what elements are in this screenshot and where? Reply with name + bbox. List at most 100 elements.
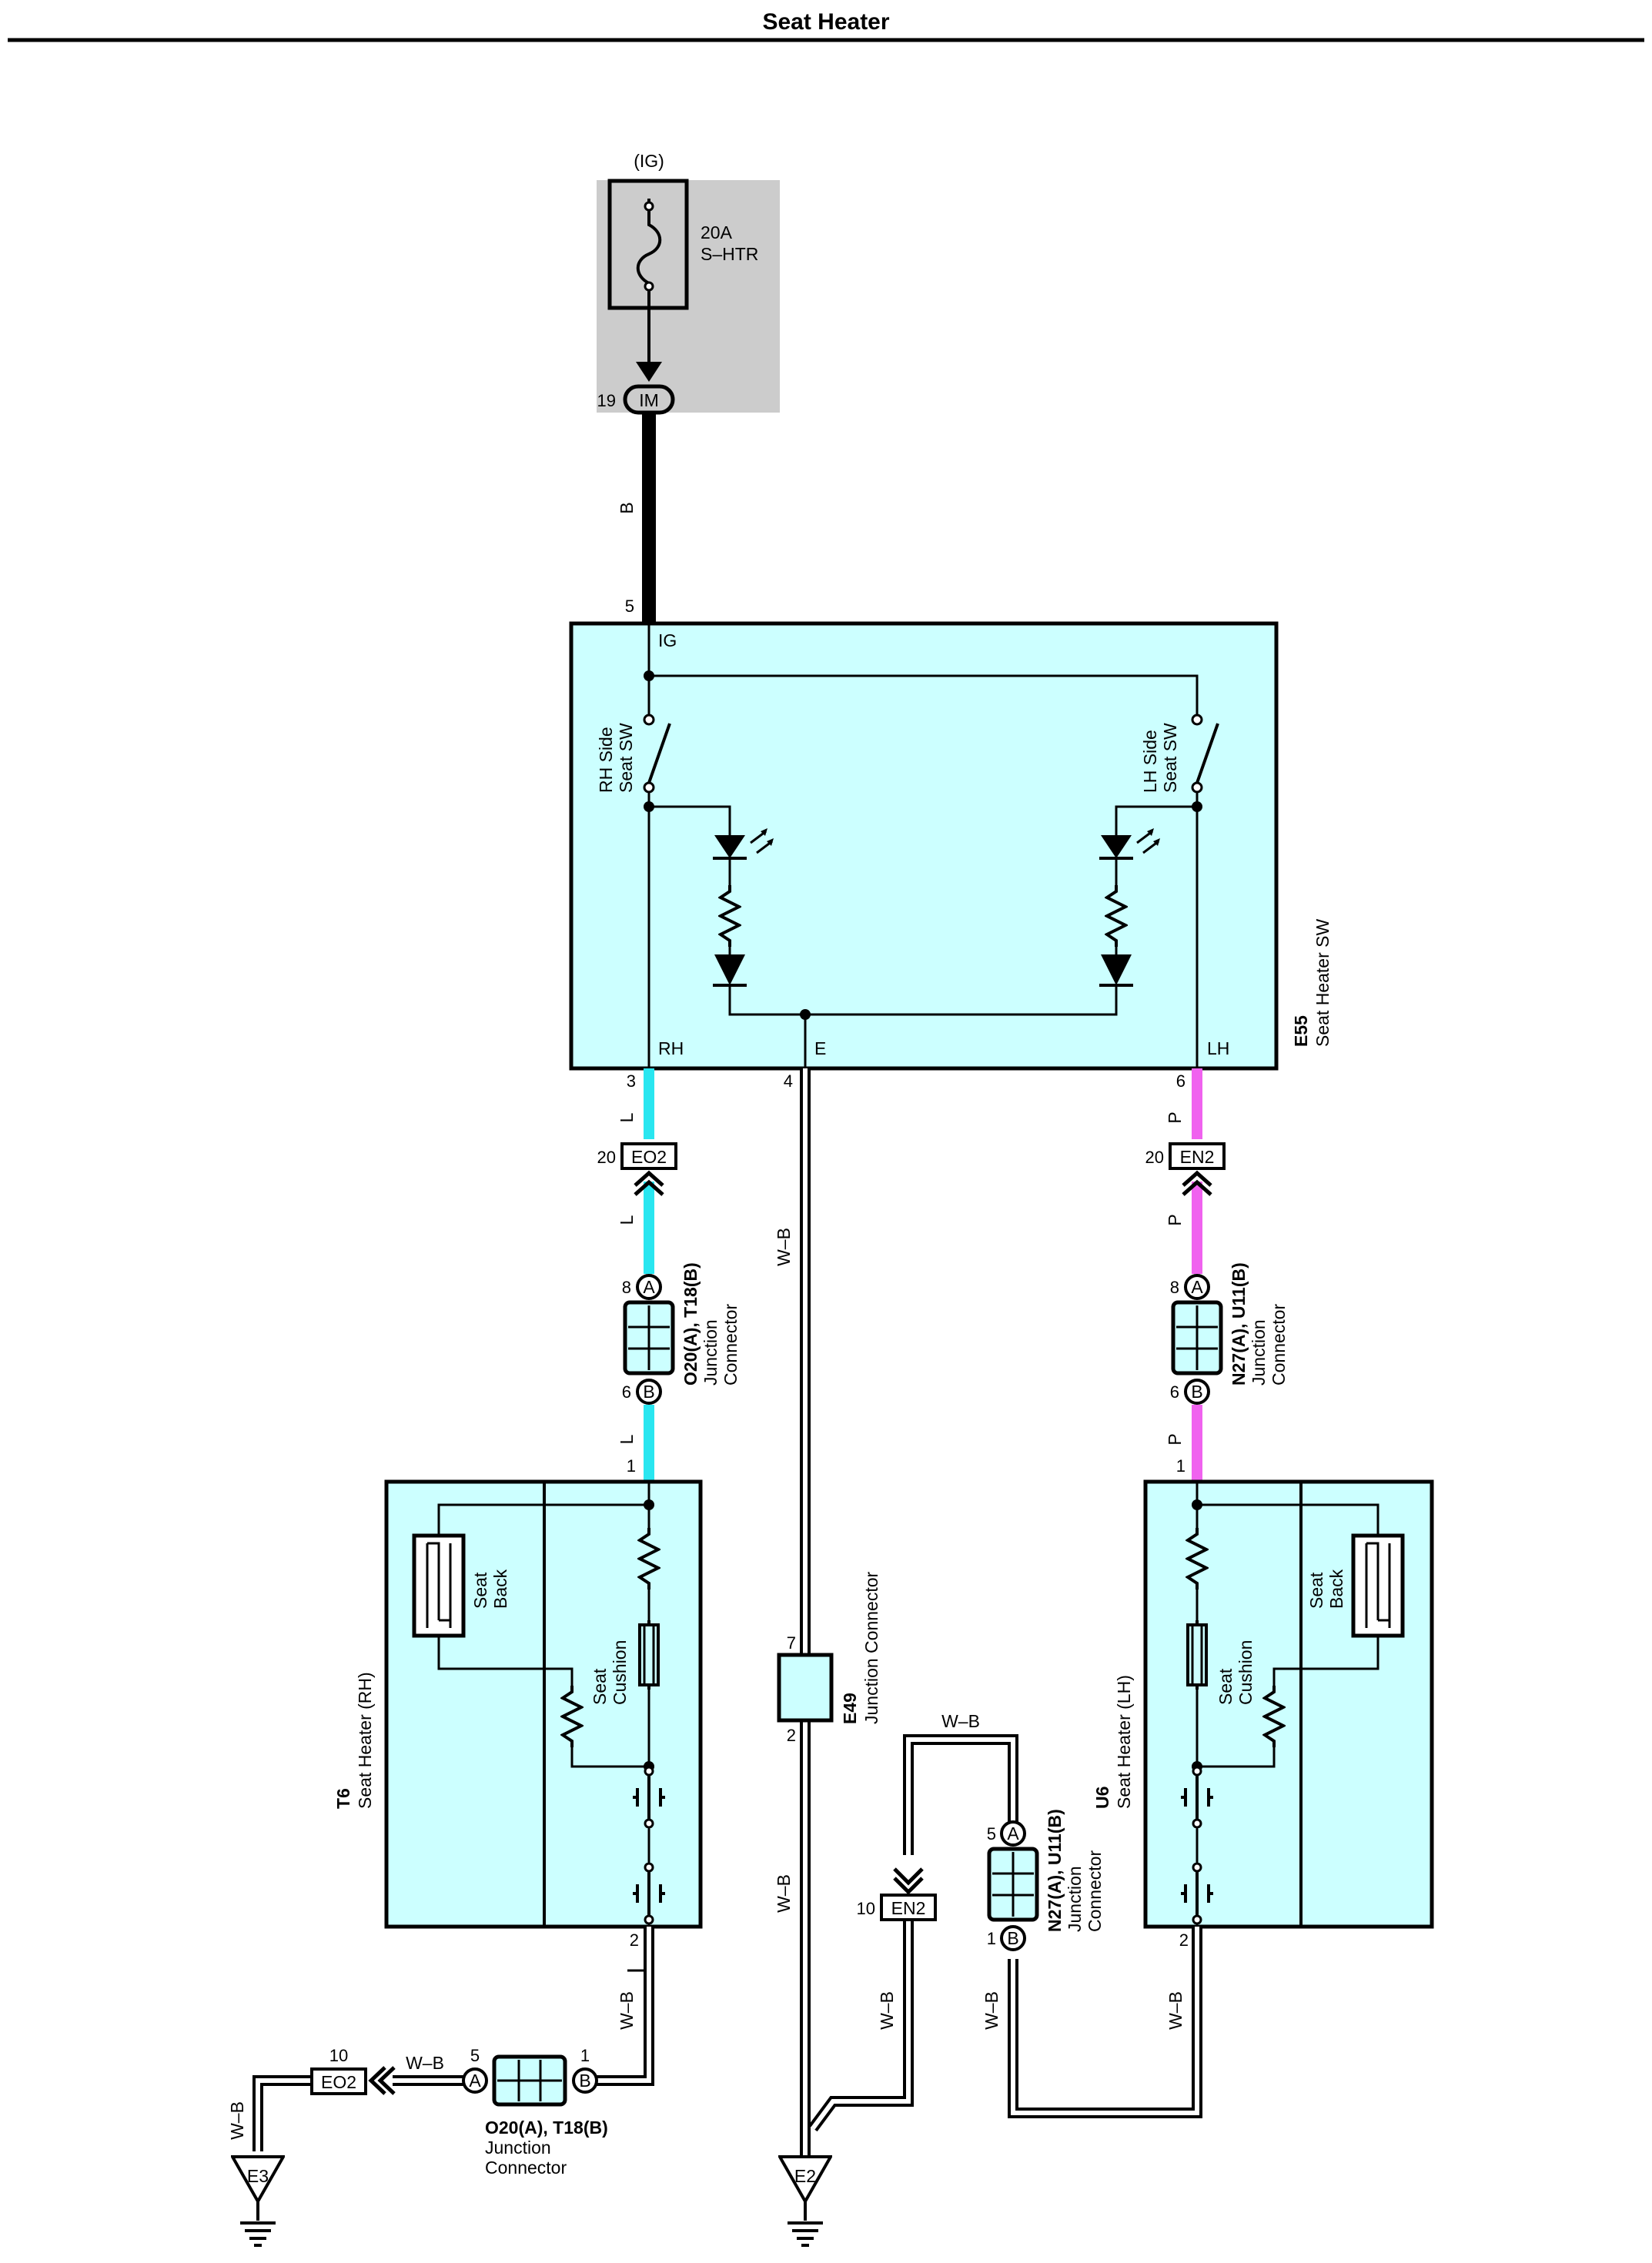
pin-10: 10 xyxy=(857,1899,875,1918)
rh-switch-icon xyxy=(643,714,671,794)
pin-2: 2 xyxy=(1179,1930,1189,1950)
pin-a-label: A xyxy=(1191,1277,1203,1297)
lh-switch-label-1: LH Side xyxy=(1140,730,1160,793)
pin-b-label: B xyxy=(1191,1382,1202,1402)
wire-wb-label: W–B xyxy=(774,1228,794,1266)
pin-8: 8 xyxy=(1170,1278,1179,1297)
pin-2: 2 xyxy=(630,1930,639,1950)
junction-connector-rh-upper-label: O20(A), T18(B) Junction Connector xyxy=(681,1259,741,1386)
pin-6: 6 xyxy=(1176,1071,1185,1091)
seat-cushion-label-2: Cushion xyxy=(1236,1640,1256,1705)
jc-code: N27(A), U11(B) xyxy=(1229,1262,1249,1386)
seat-heater-lh-name: Seat Heater (LH) xyxy=(1114,1675,1134,1809)
wire-wb xyxy=(252,1068,1202,2155)
seat-heater-rh-name: Seat Heater (RH) xyxy=(355,1672,375,1809)
pin-b-circle xyxy=(572,2067,598,2094)
seat-cushion-label-lh: Seat Cushion xyxy=(1216,1640,1256,1705)
pin-1: 1 xyxy=(1176,1456,1185,1476)
e49-name: Junction Connector xyxy=(861,1571,881,1724)
pin-a-label: A xyxy=(643,1277,655,1297)
wire-l-label: L xyxy=(617,1434,637,1444)
seat-heater-rh-title: T6 Seat Heater (RH) xyxy=(333,1672,375,1809)
wire-wb-label: W–B xyxy=(877,1991,897,2030)
pin-20: 20 xyxy=(597,1148,616,1167)
wire-p-label: P xyxy=(1165,1111,1185,1123)
terminal-ig: IG xyxy=(658,630,677,650)
pin-1: 1 xyxy=(627,1456,636,1476)
connector-en2 xyxy=(1169,1142,1226,1170)
connector-en2-label: EN2 xyxy=(891,1898,926,1918)
pin-b-circle xyxy=(1000,1925,1026,1951)
pin-3: 3 xyxy=(627,1071,636,1091)
connector-eo2-lower xyxy=(310,2067,367,2095)
junction-connector-rh-lower xyxy=(494,2057,565,2104)
seat-back-label-1: Seat xyxy=(470,1572,490,1609)
rh-switch-label-1: RH Side xyxy=(596,727,616,793)
fuse-name: S–HTR xyxy=(701,244,758,264)
connector-eo2-label: EO2 xyxy=(631,1147,667,1167)
lh-switch-icon xyxy=(1191,714,1219,794)
jc-code: O20(A), T18(B) xyxy=(485,2118,608,2138)
wire-l-label: L xyxy=(617,1215,637,1225)
terminal-e: E xyxy=(814,1038,826,1058)
switch-module-code-label: E55 Seat Heater SW xyxy=(1291,919,1333,1047)
rh-switch-label: RH Side Seat SW xyxy=(596,722,636,793)
jc-name: Junction xyxy=(1065,1866,1085,1932)
ground-e3-label: E3 xyxy=(247,2166,269,2186)
connector-eo2 xyxy=(620,1142,677,1170)
jc-name: Connector xyxy=(1269,1304,1289,1386)
seat-heater-rh-code: T6 xyxy=(333,1788,353,1809)
seat-back-label-2: Back xyxy=(1326,1569,1346,1609)
pin-6: 6 xyxy=(622,1382,631,1402)
switch-internal-wiring xyxy=(647,623,1199,1068)
pin-1: 1 xyxy=(987,1929,996,1948)
junction-connector-e49 xyxy=(777,1653,834,1723)
pin-1: 1 xyxy=(580,2046,590,2065)
pin-20: 20 xyxy=(1145,1148,1164,1167)
jc-name: Connector xyxy=(721,1304,741,1386)
pin-b-label: B xyxy=(643,1382,654,1402)
junction-connector-rh-lower-label: O20(A), T18(B) Junction Connector xyxy=(485,2118,611,2178)
junction-connector-lh-lower xyxy=(989,1849,1037,1920)
jc-name: Junction xyxy=(485,2138,551,2158)
connector-eo2-label: EO2 xyxy=(321,2072,356,2092)
pin-4: 4 xyxy=(784,1071,793,1091)
jc-name: Junction xyxy=(1249,1319,1269,1386)
junction-dot xyxy=(644,1499,654,1510)
wire-wb-label: W–B xyxy=(617,1991,637,2030)
ground-e2-label: E2 xyxy=(794,2166,816,2186)
pin-5: 5 xyxy=(987,1824,996,1843)
pin-10: 10 xyxy=(329,2046,348,2065)
jc-code: O20(A), T18(B) xyxy=(681,1262,701,1386)
seat-heater-lh-title: U6 Seat Heater (LH) xyxy=(1092,1675,1134,1809)
junction-connector-lh-upper xyxy=(1173,1302,1221,1373)
jc-code: N27(A), U11(B) xyxy=(1045,1809,1065,1932)
terminal-lh: LH xyxy=(1207,1038,1229,1058)
switch-module-name: Seat Heater SW xyxy=(1313,919,1333,1047)
lh-diode-icon xyxy=(1099,954,1133,987)
pin-a-circle xyxy=(636,1274,662,1300)
lh-switch-label-2: Seat SW xyxy=(1160,723,1180,793)
pin-5-ig: 5 xyxy=(625,597,634,616)
wire-wb-label: W–B xyxy=(982,1991,1002,2030)
connector-arrow-icon xyxy=(893,1867,924,1895)
pin-a-circle xyxy=(462,2067,488,2094)
seat-back-label-rh: Seat Back xyxy=(470,1567,510,1609)
seat-heater-switch-module xyxy=(569,621,1279,1071)
rh-led-icon xyxy=(713,828,774,860)
pin-a-circle xyxy=(1000,1820,1026,1847)
jc-name: Connector xyxy=(1085,1850,1105,1932)
pin-2: 2 xyxy=(787,1726,796,1745)
pin-b-label: B xyxy=(579,2071,590,2091)
seat-back-label-lh: Seat Back xyxy=(1306,1567,1346,1609)
pin-b-label: B xyxy=(1007,1928,1018,1948)
seat-heater-lh-code: U6 xyxy=(1092,1787,1112,1809)
wire-p-label: P xyxy=(1165,1433,1185,1445)
pin-5: 5 xyxy=(470,2046,480,2065)
pin-19: 19 xyxy=(597,391,616,410)
wire-wb-label: W–B xyxy=(406,2053,444,2073)
fuse-arrow-icon xyxy=(636,362,662,382)
junction-dot xyxy=(800,1009,811,1020)
pin-a-label: A xyxy=(469,2071,481,2091)
